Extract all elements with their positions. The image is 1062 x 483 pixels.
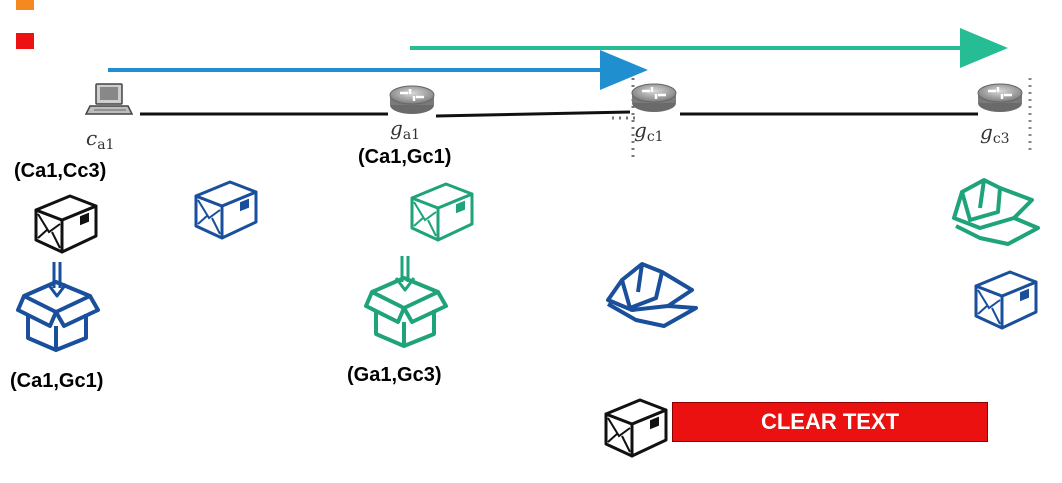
blue-encapsulate-box-icon	[16, 262, 100, 352]
link-ga1-gc1	[435, 110, 631, 118]
legend-red-marker	[16, 33, 34, 49]
header-label-ga1-gc3: (Ga1,Gc3)	[347, 364, 442, 386]
node-label-ga1: ga1	[390, 116, 421, 143]
router-icon	[631, 83, 677, 112]
node-label-ca1: ca1	[86, 126, 115, 153]
black-packet-icon	[34, 194, 98, 254]
blue-packet-icon	[974, 270, 1038, 330]
router-icon	[977, 83, 1023, 112]
black-packet-icon	[604, 398, 668, 458]
node-label-gc3: gc3	[980, 120, 1010, 147]
clear-text-box: CLEAR TEXT	[672, 402, 988, 442]
blue-open-box-icon	[606, 262, 698, 328]
node-label-gc1: gc1	[634, 118, 664, 145]
green-open-box-icon	[952, 178, 1040, 246]
green-packet-icon	[410, 182, 474, 242]
router-icon	[389, 85, 435, 114]
header-label-ca1-gc1: (Ca1,Gc1)	[358, 146, 452, 168]
green-encapsulate-box-icon	[364, 256, 448, 348]
legend-orange-marker	[16, 0, 34, 10]
computer-icon	[84, 83, 134, 115]
header-label-ca1-gc1-outer: (Ca1,Gc1)	[10, 370, 104, 392]
blue-packet-icon	[194, 180, 258, 240]
header-label-ca1-cc3: (Ca1,Cc3)	[14, 160, 107, 182]
